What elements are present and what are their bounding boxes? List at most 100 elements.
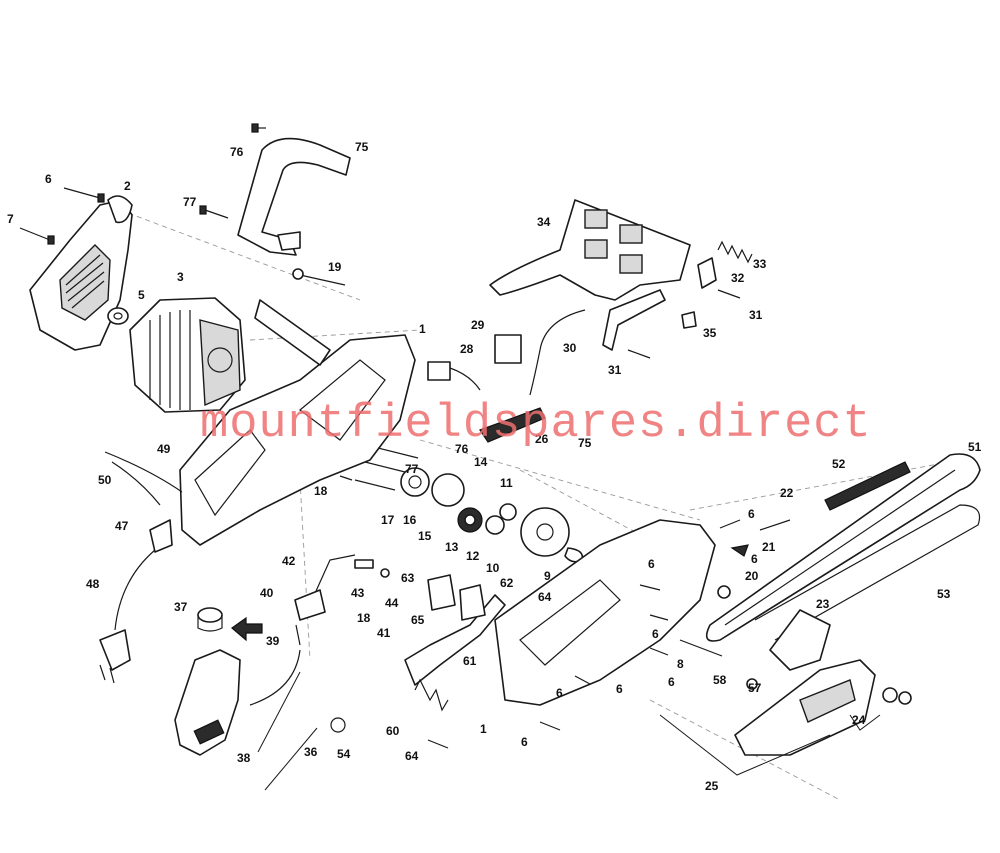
label-42: 42 (282, 554, 296, 568)
label-33: 33 (753, 257, 767, 271)
part-motor-cover (29, 195, 133, 351)
part-oil-pump (249, 554, 390, 706)
part-main-housing (179, 299, 416, 546)
label-20: 20 (745, 569, 759, 583)
part-saw-chain (754, 504, 981, 641)
part-cable (529, 309, 586, 396)
label-28: 28 (460, 342, 474, 356)
label-5: 5 (138, 288, 145, 302)
direction-arrow (231, 616, 263, 642)
label-38: 38 (237, 751, 251, 765)
part-front-handle (237, 137, 351, 256)
label-37: 37 (174, 600, 188, 614)
label-57: 57 (748, 681, 762, 695)
label-32: 32 (731, 271, 745, 285)
label-25: 25 (705, 779, 719, 793)
leader-lines (257, 671, 881, 791)
part-washer (107, 307, 129, 325)
part-circlip (330, 717, 346, 733)
part-side-housing (494, 519, 716, 706)
part-bolts-housing (339, 447, 419, 491)
label-76b: 76 (455, 442, 469, 456)
label-63: 63 (401, 571, 415, 585)
part-wire-set (104, 451, 183, 506)
part-tensioner (717, 544, 749, 599)
part-sprocket-cover (734, 609, 876, 756)
label-47: 47 (115, 519, 129, 533)
label-6g: 6 (616, 682, 623, 696)
label-22: 22 (780, 486, 794, 500)
part-rack (479, 407, 546, 443)
label-77a: 77 (183, 195, 197, 209)
part-cover-nuts (746, 678, 912, 705)
label-60: 60 (386, 724, 400, 738)
label-14: 14 (474, 455, 488, 469)
label-26: 26 (535, 432, 549, 446)
part-handle-fasteners (199, 123, 346, 286)
label-3: 3 (177, 270, 184, 284)
label-75b: 75 (578, 436, 592, 450)
part-switch (427, 334, 522, 391)
part-labels: 1 1 2 3 5 6 6 6 6 6 6 6 6 6 7 8 9 10 11 … (7, 140, 982, 793)
label-23: 23 (816, 597, 830, 611)
part-chain-links (824, 461, 911, 511)
label-6f: 6 (668, 675, 675, 689)
label-62: 62 (500, 576, 514, 590)
part-hand-guard (489, 199, 691, 351)
part-guide-bar (705, 453, 981, 642)
label-53: 53 (937, 587, 951, 601)
label-29: 29 (471, 318, 485, 332)
label-58: 58 (713, 673, 727, 687)
label-1a: 1 (419, 322, 426, 336)
part-power-cable (99, 519, 173, 684)
label-40: 40 (260, 586, 274, 600)
assembly-guides (119, 209, 961, 801)
part-brake-small (627, 240, 753, 359)
label-12: 12 (466, 549, 480, 563)
label-2: 2 (124, 179, 131, 193)
label-64b: 64 (405, 749, 419, 763)
part-motor (129, 297, 246, 413)
label-51: 51 (968, 440, 982, 454)
label-19: 19 (328, 260, 342, 274)
label-6e: 6 (652, 627, 659, 641)
label-11: 11 (500, 476, 513, 490)
label-30: 30 (563, 341, 577, 355)
label-9: 9 (544, 569, 551, 583)
label-21: 21 (762, 540, 776, 554)
label-76a: 76 (230, 145, 244, 159)
label-43: 43 (351, 586, 365, 600)
label-49: 49 (157, 442, 171, 456)
label-16: 16 (403, 513, 417, 527)
part-trigger-lever (404, 574, 536, 749)
label-13: 13 (445, 540, 459, 554)
label-8: 8 (677, 657, 684, 671)
part-screws-cover (19, 187, 105, 245)
label-34: 34 (537, 215, 551, 229)
label-24: 24 (852, 713, 866, 727)
label-36: 36 (304, 745, 318, 759)
label-31b: 31 (608, 363, 622, 377)
label-48: 48 (86, 577, 100, 591)
label-6h: 6 (556, 686, 563, 700)
part-drive-gears (400, 467, 584, 563)
label-17: 17 (381, 513, 395, 527)
label-64a: 64 (538, 590, 552, 604)
part-oil-tank (174, 607, 241, 756)
label-1b: 1 (480, 722, 487, 736)
label-35: 35 (703, 326, 717, 340)
label-75a: 75 (355, 140, 369, 154)
label-31a: 31 (749, 308, 763, 322)
label-65: 65 (411, 613, 425, 627)
label-6c: 6 (648, 557, 655, 571)
label-52: 52 (832, 457, 846, 471)
label-6b: 6 (748, 507, 755, 521)
label-54: 54 (337, 747, 351, 761)
label-50: 50 (98, 473, 112, 487)
part-side-screws (539, 519, 791, 731)
label-7: 7 (7, 212, 14, 226)
label-10: 10 (486, 561, 500, 575)
label-18a: 18 (314, 484, 328, 498)
label-44: 44 (385, 596, 399, 610)
